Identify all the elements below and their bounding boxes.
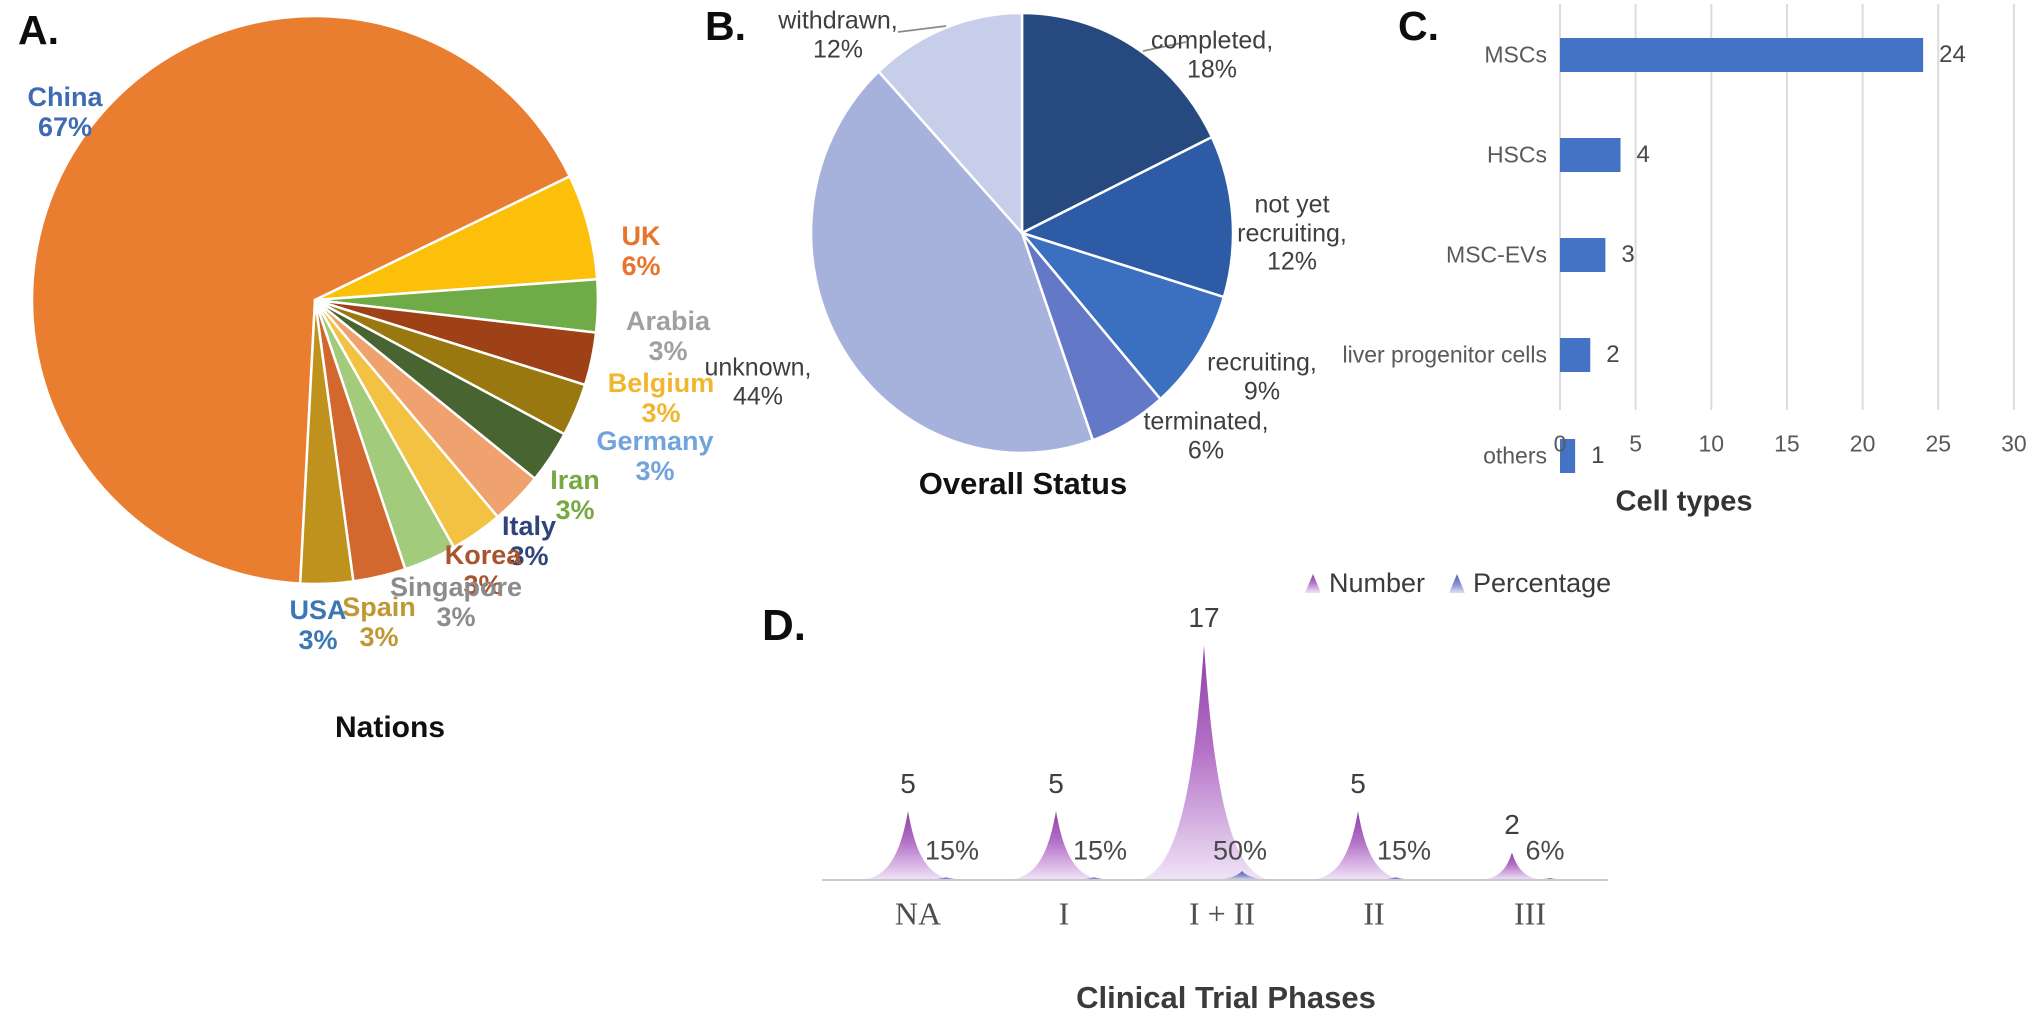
number-peak-I — [1008, 811, 1104, 880]
percentage-data-label: 15% — [1376, 835, 1432, 866]
number-peak-III — [1478, 852, 1546, 880]
bar-hscs — [1560, 138, 1621, 172]
phase-category-label: I — [1058, 895, 1070, 932]
number-data-label: 17 — [1188, 602, 1220, 634]
bar-category-label: liver progenitor cells — [1342, 341, 1547, 368]
number-data-label: 5 — [1048, 768, 1064, 799]
percentage-legend-label: Percentage — [1473, 568, 1612, 598]
pie-label-withdrawn: withdrawn,12% — [778, 6, 898, 64]
percentage-peak-NA — [912, 877, 980, 880]
pie-label-terminated: terminated,6% — [1143, 407, 1269, 465]
percentage-data-label: 50% — [1212, 835, 1268, 866]
x-tick-10: 10 — [1698, 430, 1725, 457]
bar-liver-progenitor-cells — [1560, 338, 1591, 372]
percentage-peak-I — [1060, 877, 1128, 880]
panel-b-letter: B. — [705, 3, 746, 49]
bar-category-label: MSC-EVs — [1446, 241, 1547, 268]
phase-category-label: I + II — [1188, 895, 1256, 932]
x-tick-25: 25 — [1925, 430, 1952, 457]
bar-category-label: MSCs — [1484, 41, 1547, 68]
pie-slice-withdrawn — [877, 11, 1024, 235]
x-tick-20: 20 — [1849, 430, 1876, 457]
bar-value-label: 24 — [1939, 41, 1966, 68]
percentage-legend-marker-icon — [1449, 574, 1466, 593]
number-data-label: 5 — [1350, 768, 1366, 799]
pie-slice-completed — [1020, 11, 1214, 235]
pie-slice-unknown — [809, 70, 1095, 455]
pie-label-unknown: unknown,44% — [704, 353, 812, 411]
pie-slice-china — [30, 14, 572, 585]
percentage-peak-II — [1362, 877, 1430, 880]
panel-a-letter: A. — [18, 7, 59, 53]
x-tick-0: 0 — [1553, 430, 1567, 457]
pie-label-recruiting: recruiting,9% — [1207, 348, 1317, 406]
percentage-data-label: 15% — [1072, 835, 1128, 866]
phases-legend: Number Percentage — [1305, 568, 1635, 599]
number-peak-I+II — [1138, 645, 1270, 880]
number-legend-marker-icon — [1305, 574, 1321, 593]
pie-label-leader-line — [897, 25, 947, 33]
x-tick-5: 5 — [1629, 430, 1643, 457]
phase-category-label: NA — [894, 895, 942, 932]
pie-label-completed: completed,18% — [1150, 26, 1274, 84]
number-peak-NA — [860, 811, 956, 880]
x-tick-15: 15 — [1774, 430, 1800, 457]
bar-others — [1560, 439, 1576, 473]
number-legend-label: Number — [1329, 568, 1426, 598]
bar-value-label: 1 — [1591, 442, 1605, 469]
pie-slice-usa — [298, 298, 355, 586]
bar-value-label: 3 — [1621, 241, 1635, 268]
panel-c-letter: C. — [1398, 3, 1439, 49]
cell-types-title: Cell types — [1615, 485, 1753, 518]
x-tick-30: 30 — [2001, 430, 2027, 457]
nations-title: Nations — [334, 711, 446, 744]
percentage-data-label: 6% — [1525, 835, 1565, 866]
panel-d-letter: D. — [762, 601, 806, 650]
number-data-label: 5 — [900, 768, 916, 799]
percentage-data-label: 15% — [924, 835, 980, 866]
pie-label-leader-line — [1142, 41, 1187, 52]
bar-category-label: HSCs — [1486, 141, 1547, 168]
bar-value-label: 2 — [1606, 341, 1620, 368]
pie-slice-not-yet-recruiting — [1020, 135, 1235, 299]
bar-value-label: 4 — [1636, 141, 1650, 168]
phases-title: Clinical Trial Phases — [1076, 980, 1376, 1015]
number-data-label: 2 — [1504, 809, 1520, 841]
phase-category-label: II — [1363, 895, 1385, 932]
overall-status-title: Overall Status — [918, 466, 1128, 501]
pie-slice-recruiting — [1020, 231, 1226, 401]
number-peak-II — [1310, 811, 1406, 880]
bar-mscs — [1560, 38, 1924, 72]
percentage-peak-I+II — [1208, 871, 1276, 880]
bar-category-label: others — [1483, 442, 1547, 469]
phase-category-label: III — [1514, 895, 1546, 932]
bar-msc-evs — [1560, 238, 1606, 272]
